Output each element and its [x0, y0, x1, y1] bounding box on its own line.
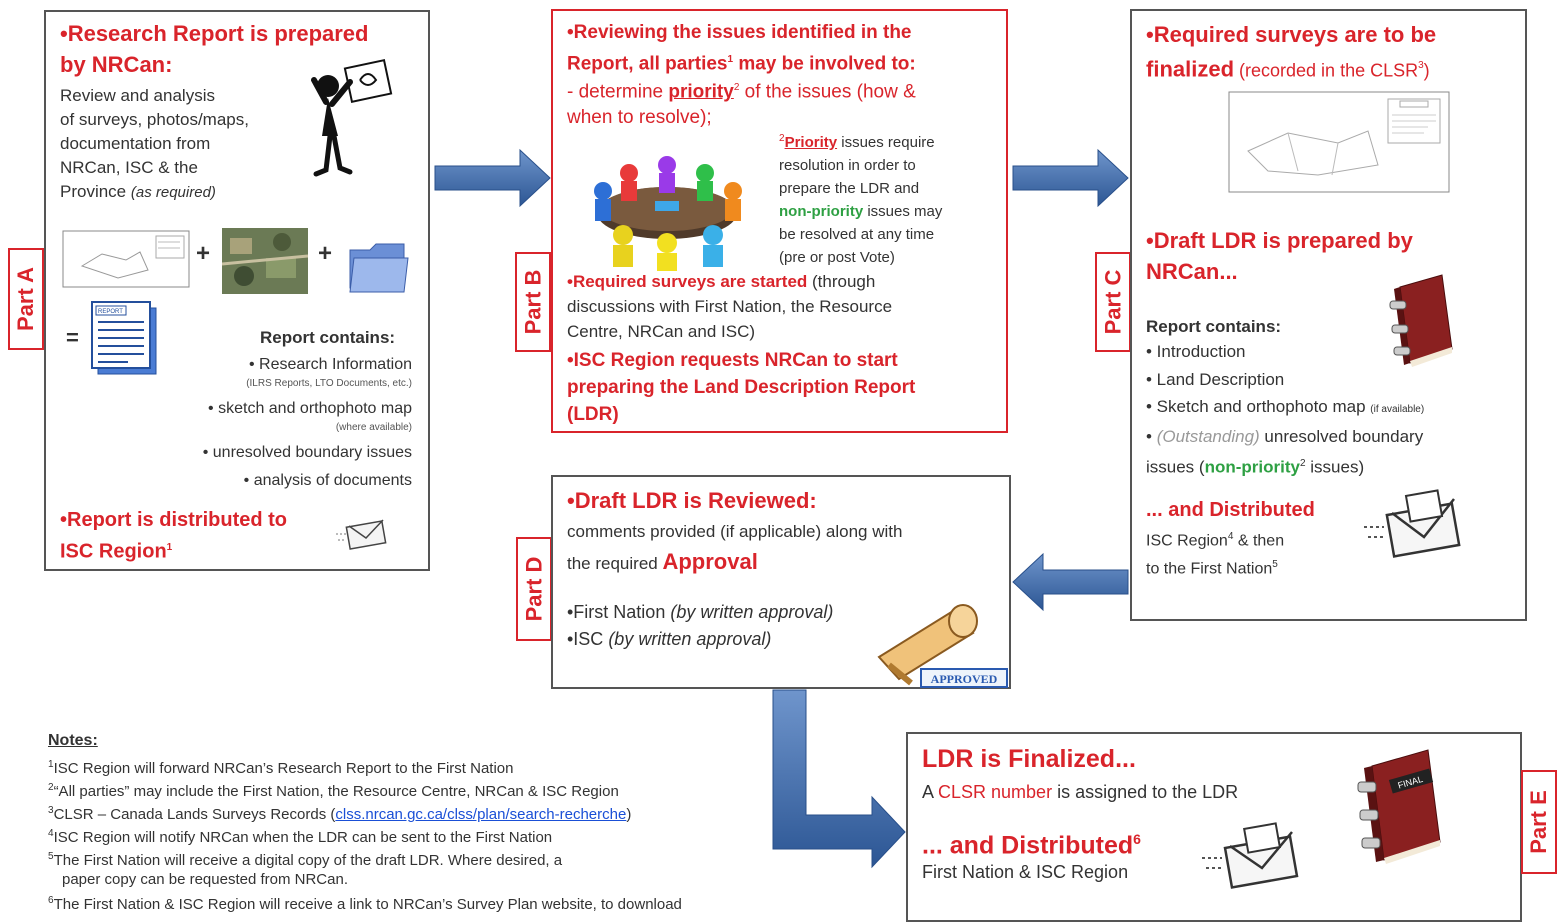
part-a-box: •Research Report is prepared by NRCan: R… — [44, 10, 430, 571]
part-a-tab: Part A — [8, 248, 44, 350]
svg-text:REPORT: REPORT — [98, 309, 123, 315]
equals-sign: = — [66, 325, 79, 350]
part-c-item: • Introduction — [1146, 342, 1246, 361]
final-book-icon: FINAL — [1357, 749, 1441, 864]
arrow-a-to-b — [434, 148, 551, 208]
note-item: 6The First Nation & ISC Region will rece… — [48, 895, 682, 913]
part-b-surveys: •Required surveys are started (through d… — [567, 272, 893, 341]
part-c-draft: •Draft LDR is prepared by NRCan... — [1146, 228, 1413, 284]
clsr-link[interactable]: clss.nrcan.gc.ca/clss/plan/search-recher… — [335, 806, 627, 823]
part-b-isc-request: •ISC Region requests NRCan to start prep… — [567, 350, 916, 425]
part-b-box: •Reviewing the issues identified in the … — [551, 9, 1008, 433]
part-b-tab: Part B — [515, 252, 551, 352]
part-a-item-sub: (ILRS Reports, LTO Documents, etc.) — [246, 378, 412, 389]
part-b-determine: - determine priority2 of the issues (how… — [567, 81, 916, 129]
aerial-photo-icon — [222, 228, 308, 294]
note-item: 1ISC Region will forward NRCan’s Researc… — [48, 759, 514, 777]
report-book-icon — [1389, 274, 1453, 367]
note-item: 4ISC Region will notify NRCan when the L… — [48, 828, 553, 846]
part-c-outstanding: • (Outstanding) unresolved boundary issu… — [1146, 427, 1424, 477]
part-d-heading: •Draft LDR is Reviewed: — [567, 488, 817, 513]
part-c-box: •Required surveys are to be finalized (r… — [1130, 9, 1527, 621]
part-c-report-contains: Report contains: — [1146, 317, 1282, 336]
envelope-icon — [1202, 822, 1299, 889]
part-d-box: •Draft LDR is Reviewed: comments provide… — [551, 475, 1011, 689]
note-item: paper copy can be requested from NRCan. — [62, 871, 348, 888]
part-e-distributed: ... and Distributed6 — [922, 831, 1141, 860]
presenter-figure-icon — [311, 59, 393, 177]
part-d-tab: Part D — [516, 537, 552, 641]
part-a-review-text: Review and analysis of surveys, photos/m… — [60, 86, 249, 201]
part-a-item: • sketch and orthophoto map — [208, 400, 412, 417]
arrow-b-to-c — [1012, 148, 1129, 208]
part-a-report-contains: Report contains: — [260, 328, 396, 347]
part-a-item: • Research Information — [248, 356, 412, 373]
part-e-tab: Part E — [1521, 770, 1557, 874]
note-item: 5The First Nation will receive a digital… — [48, 851, 563, 869]
envelope-icon — [1364, 489, 1461, 558]
meeting-table-icon — [594, 156, 742, 271]
part-a-distributed: •Report is distributed to ISC Region1 — [60, 509, 288, 563]
part-b-priority-note: 2Priority issues require resolution in o… — [779, 133, 943, 266]
plus-sign: + — [318, 240, 333, 267]
part-a-item: • analysis of documents — [243, 472, 412, 489]
part-d-first-nation: •First Nation (by written approval) •ISC… — [567, 602, 834, 649]
part-e-heading: LDR is Finalized... — [922, 745, 1136, 773]
note-item: 2“All parties” may include the First Nat… — [48, 782, 619, 800]
part-c-item: • Land Description — [1146, 370, 1285, 389]
approved-stamp-icon: APPROVED — [877, 604, 1008, 688]
part-a-item-sub: (where available) — [335, 422, 412, 433]
svg-text:APPROVED: APPROVED — [931, 672, 998, 686]
part-b-heading: •Reviewing the issues identified in the … — [567, 22, 916, 75]
envelope-icon — [336, 519, 387, 550]
arrow-c-to-d — [1012, 552, 1129, 612]
part-e-distributed-to: First Nation & ISC Region — [922, 862, 1129, 882]
arrow-d-to-e — [772, 689, 906, 869]
part-e-box: LDR is Finalized... A CLSR number is ass… — [906, 732, 1522, 922]
notes-title: Notes: — [48, 732, 98, 749]
part-a-item: • unresolved boundary issues — [202, 444, 412, 461]
sketch-map-icon — [62, 230, 190, 288]
part-c-distributed-to: ISC Region4 & then to the First Nation5 — [1146, 531, 1285, 578]
part-c-heading: •Required surveys are to be finalized (r… — [1146, 22, 1437, 82]
folder-icon — [349, 243, 409, 293]
part-c-distributed: ... and Distributed — [1146, 499, 1315, 521]
part-e-clsr-line: A CLSR number is assigned to the LDR — [922, 782, 1239, 802]
part-c-tab: Part C — [1095, 252, 1131, 352]
part-c-item: • Sketch and orthophoto map (if availabl… — [1146, 397, 1425, 416]
plus-sign: + — [196, 240, 211, 267]
part-d-comments: comments provided (if applicable) along … — [567, 522, 903, 574]
report-document-icon: REPORT — [91, 301, 157, 375]
survey-plan-icon — [1228, 91, 1450, 193]
part-a-heading: •Research Report is prepared by NRCan: — [60, 21, 369, 77]
note-item: 3CLSR – Canada Lands Surveys Records (cl… — [48, 805, 632, 823]
